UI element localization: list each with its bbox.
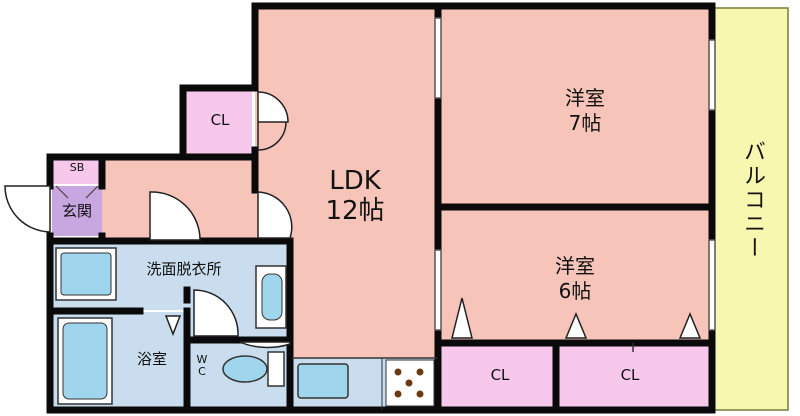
toilet-door xyxy=(239,341,291,349)
washroom-label: 洗面脱衣所 xyxy=(146,260,222,278)
washroom-door xyxy=(193,289,239,337)
shoe-box-area xyxy=(52,156,102,184)
closet-top-label: CL xyxy=(210,111,230,129)
toilet-tank xyxy=(267,351,285,387)
kitchen-sink xyxy=(297,363,349,399)
window-sash-ldk-west7 xyxy=(434,17,442,99)
bath-label: 浴室 xyxy=(136,350,167,368)
ldk-size: 12帖 xyxy=(325,196,385,226)
western-room-6-size: 6帖 xyxy=(558,279,592,303)
closet-door-marker-3 xyxy=(678,312,702,339)
western-room-7-size: 7帖 xyxy=(568,111,602,135)
shoe-box-label: SB xyxy=(69,161,85,174)
window-sash-ldk-west6 xyxy=(434,249,442,331)
hall-door xyxy=(149,191,201,241)
closet-top-area xyxy=(186,88,252,154)
window-sash-balcony-7 xyxy=(708,39,716,111)
closet-top-door-2 xyxy=(257,121,287,151)
closet-bottom-right-label: CL xyxy=(620,366,640,384)
toilet-label: W C xyxy=(196,353,208,378)
entrance-area xyxy=(52,186,102,236)
closet-door-marker-1 xyxy=(451,297,473,339)
toilet-bowl xyxy=(222,355,268,383)
bath-door-marker xyxy=(164,315,182,337)
balcony-label: バルコニー xyxy=(740,140,765,260)
western-room-6-name: 洋室 xyxy=(555,254,595,278)
balcony-area xyxy=(711,7,789,411)
entrance-label: 玄関 xyxy=(61,202,92,220)
ldk-name: LDK xyxy=(329,166,381,196)
western-room-7-area xyxy=(440,8,710,206)
closet-bottom-left-label: CL xyxy=(490,366,510,384)
ldk-door xyxy=(257,191,293,239)
closet-bottom-right-area xyxy=(558,344,710,410)
closet-top-door xyxy=(257,91,289,150)
western-room-7-name: 洋室 xyxy=(565,86,605,110)
closet-door-marker-2 xyxy=(564,312,588,339)
entrance-door xyxy=(4,185,51,233)
closet-bottom-left-area xyxy=(440,344,554,410)
window-sash-balcony-6 xyxy=(708,239,716,331)
